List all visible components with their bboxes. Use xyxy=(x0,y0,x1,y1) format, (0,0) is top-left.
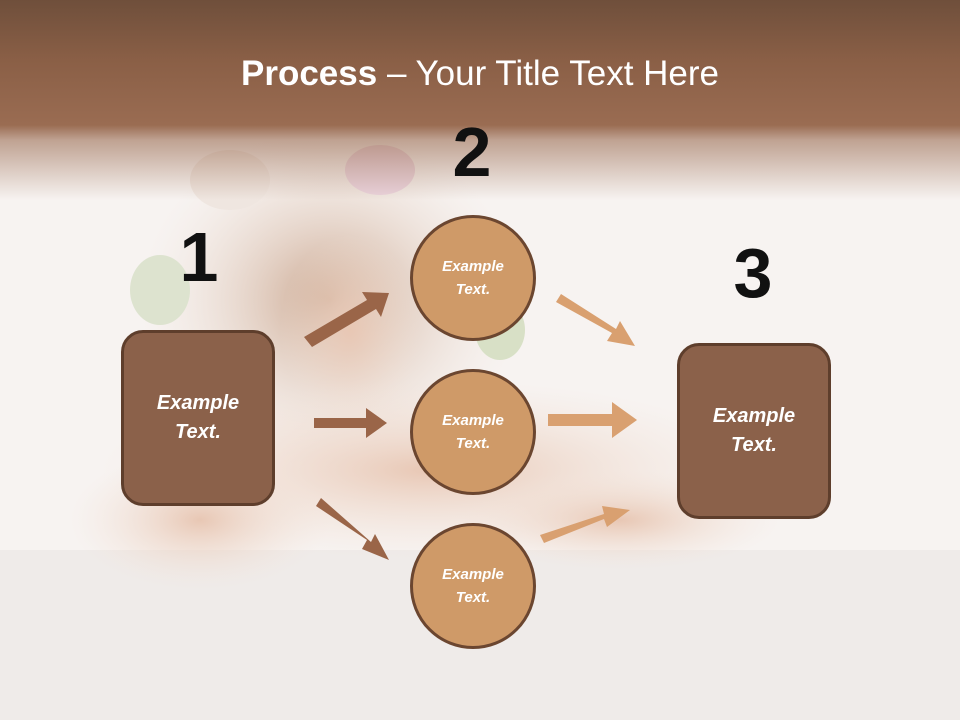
step-1-text: Example Text. xyxy=(156,392,240,443)
slide-title: Process – Your Title Text Here xyxy=(0,52,960,96)
step-2-circle-bottom: Example Text. xyxy=(410,523,536,649)
title-bold: Process xyxy=(241,54,378,93)
step-2-circle-middle: Example Text. xyxy=(410,369,536,495)
step-3-text: Example Text. xyxy=(712,405,796,456)
arrow-middle-right xyxy=(548,402,637,438)
step-number-3: 3 xyxy=(733,234,773,312)
arrows-right xyxy=(540,294,637,543)
circle-top-text: Example Text. xyxy=(442,258,504,298)
step-2-circle-top: Example Text. xyxy=(410,215,536,341)
arrow-down-right xyxy=(540,506,630,543)
arrow-up-left xyxy=(304,292,389,347)
title-bar xyxy=(0,0,960,200)
title-rest: – Your Title Text Here xyxy=(377,54,719,93)
step-number-2: 2 xyxy=(452,113,492,191)
step-1-box: Example Text. xyxy=(121,330,275,506)
step-3-box: Example Text. xyxy=(677,343,831,519)
circle-bottom-text: Example Text. xyxy=(442,566,504,606)
arrows-left xyxy=(304,292,389,560)
circle-middle-text: Example Text. xyxy=(442,412,504,452)
step-number-1: 1 xyxy=(179,218,219,296)
arrow-up-right xyxy=(556,294,635,346)
arrow-middle-left xyxy=(314,408,387,438)
arrow-down-left xyxy=(316,498,389,560)
